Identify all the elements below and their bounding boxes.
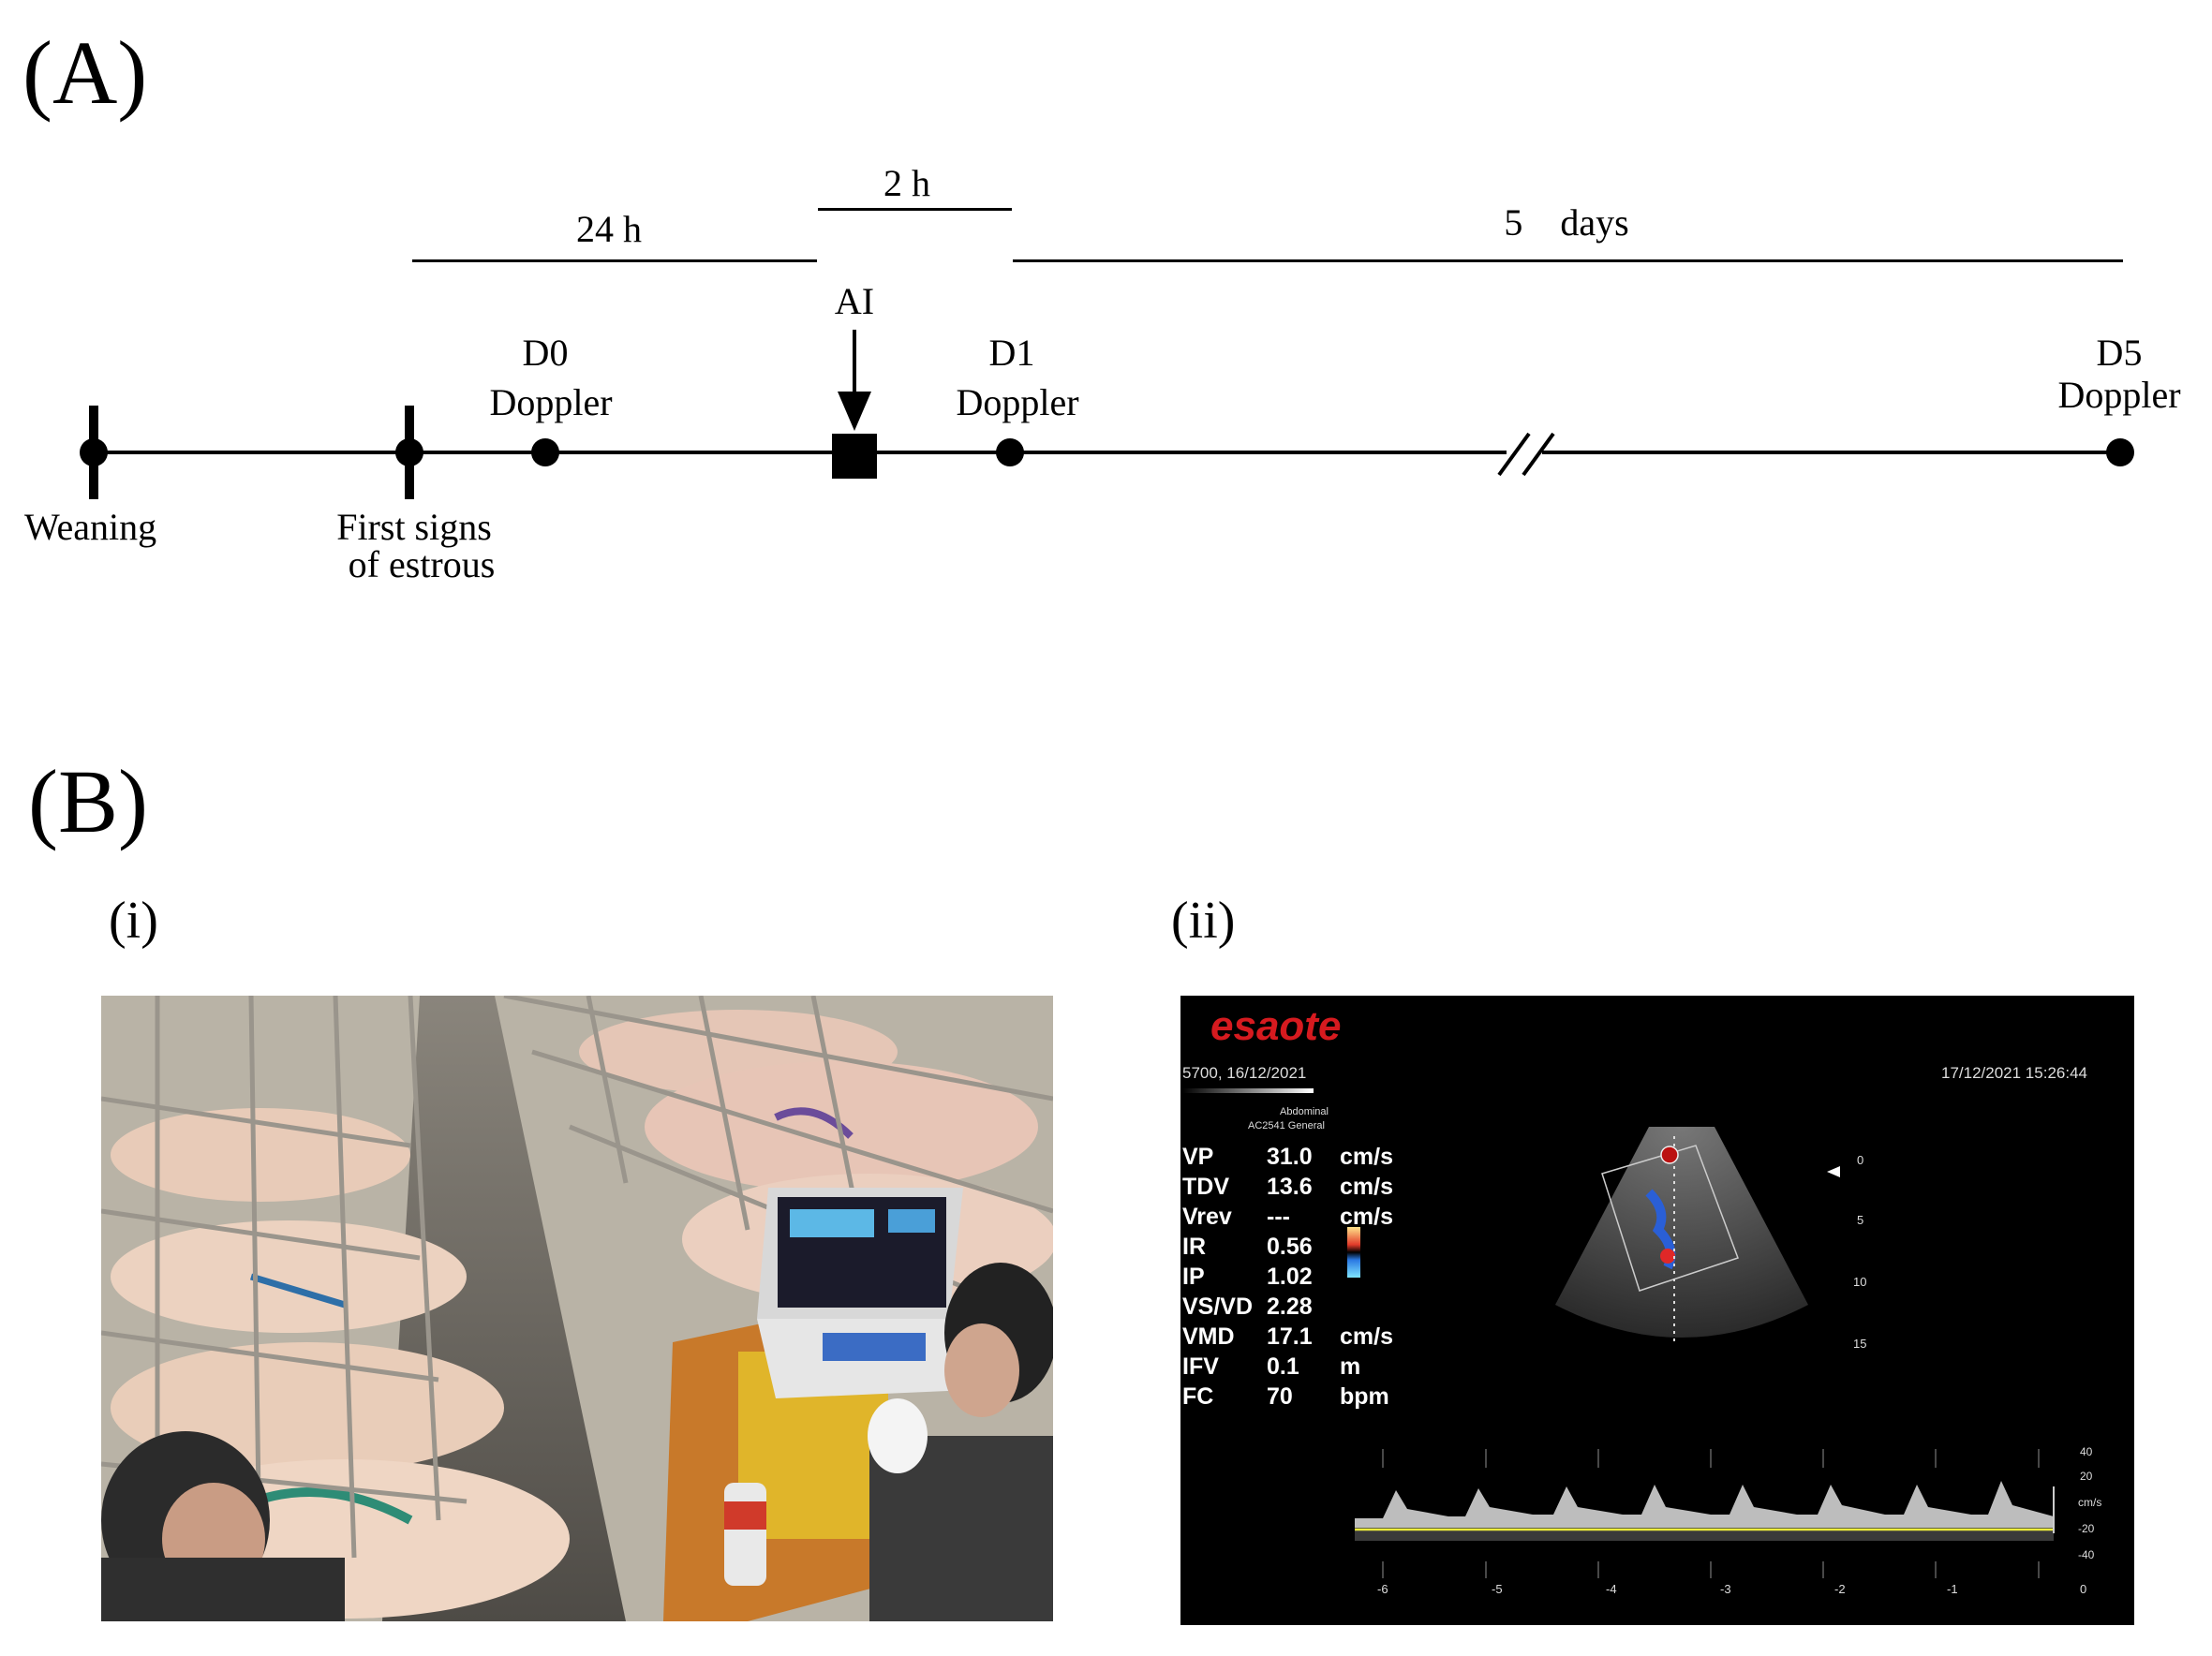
depth-tick: 15: [1853, 1337, 1867, 1351]
time-tick: -4: [1606, 1582, 1617, 1596]
time-tick: -2: [1834, 1582, 1846, 1596]
depth-tick: 5: [1857, 1213, 1864, 1227]
duration-label-24h: 24 h: [576, 208, 642, 250]
weaning-label: Weaning: [24, 506, 157, 548]
d5-point: [2106, 438, 2134, 466]
duration-bar-5days: [1013, 259, 2123, 262]
velocity-tick: 40: [2080, 1445, 2093, 1458]
ai-marker: [832, 434, 877, 479]
ai-arrow-icon: [838, 330, 871, 431]
d1-doppler-label: Doppler: [956, 381, 1079, 423]
us-header-right: 17/12/2021 15:26:44: [1941, 1064, 2087, 1082]
duration-label-5days: 5 days: [1504, 201, 1629, 244]
us-header-left: 5700, 16/12/2021: [1182, 1064, 1307, 1082]
panel-b-i-label: (i): [109, 892, 158, 950]
d0-label: D0: [522, 332, 569, 374]
time-tick: 0: [2080, 1582, 2087, 1596]
velocity-unit: cm/s: [2078, 1496, 2102, 1509]
depth-tick: 10: [1853, 1275, 1867, 1289]
time-tick: -1: [1947, 1582, 1958, 1596]
ai-label: AI: [834, 280, 875, 322]
time-tick: -5: [1492, 1582, 1503, 1596]
timeline-axis-left: [92, 451, 1507, 454]
axis-break-icon: [1497, 432, 1555, 477]
farm-doppler-photo: [101, 996, 1053, 1621]
duration-bar-2h: [818, 208, 1012, 211]
measurement-row: Vrev---cm/s: [1182, 1203, 1393, 1230]
first-signs-label: First signs: [336, 506, 492, 548]
time-tick: -3: [1720, 1582, 1731, 1596]
probe-orientation-icon: [1660, 1146, 1679, 1164]
esaote-logo: esaote: [1210, 1003, 1342, 1049]
time-tick: -6: [1377, 1582, 1388, 1596]
d1-label: D1: [988, 332, 1035, 374]
velocity-tick: -20: [2078, 1522, 2095, 1535]
d5-label: D5: [2096, 332, 2143, 374]
velocity-tick: -40: [2078, 1548, 2095, 1561]
depth-tick: 0: [1857, 1153, 1864, 1167]
d5-doppler-label: Doppler: [2057, 374, 2181, 416]
grayscale-bar: [1182, 1088, 1314, 1093]
d0-point: [531, 438, 559, 466]
duration-bar-24h: [412, 259, 817, 262]
us-preset-1: Abdominal: [1280, 1106, 1329, 1117]
spectral-doppler-trace: [1355, 1449, 2055, 1578]
first-signs-point: [395, 438, 423, 466]
color-scale-bar: [1347, 1227, 1360, 1278]
depth-marker-icon: [1827, 1166, 1840, 1177]
panel-b-ii-label: (ii): [1171, 892, 1236, 950]
d1-point: [996, 438, 1024, 466]
d0-doppler-label: Doppler: [489, 381, 613, 423]
estrous-label: of estrous: [348, 543, 496, 585]
doppler-ultrasound-screen: esaote 5700, 16/12/2021 17/12/2021 15:26…: [1180, 996, 2134, 1625]
timeline-axis-right: [1542, 451, 2121, 454]
velocity-tick: 20: [2080, 1470, 2093, 1483]
us-preset-2: AC2541 General: [1248, 1120, 1325, 1131]
weaning-point: [80, 438, 108, 466]
panel-b-label: (B): [28, 751, 148, 851]
duration-label-2h: 2 h: [883, 162, 930, 204]
panel-a-label: (A): [22, 22, 148, 123]
